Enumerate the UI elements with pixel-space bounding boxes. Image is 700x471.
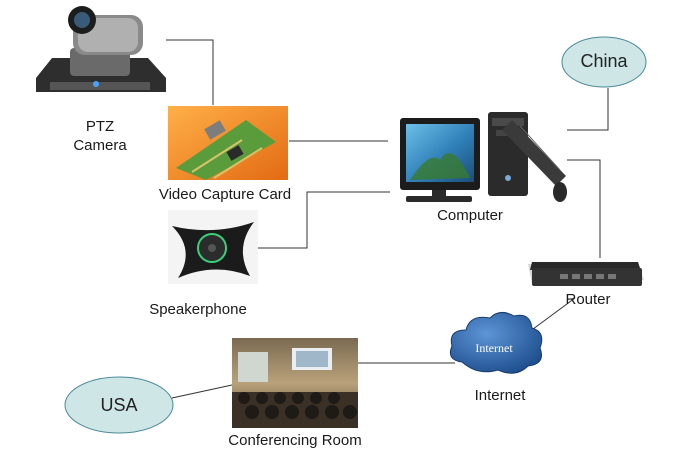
video-capture-card-icon xyxy=(168,106,288,180)
router-icon xyxy=(528,262,644,286)
ptz-camera-label: PTZ Camera xyxy=(40,117,160,155)
router-label: Router xyxy=(565,291,611,308)
usa-label: USA xyxy=(100,395,138,415)
line-camera-to-card xyxy=(166,39,214,105)
conferencing-room-photo xyxy=(232,338,358,428)
line-computer-to-china xyxy=(567,88,609,131)
computer-icon xyxy=(400,112,567,202)
china-node xyxy=(561,36,647,88)
connection-lines xyxy=(166,39,609,399)
conferencing-room-label: Conferencing Room xyxy=(228,432,362,449)
china-label: China xyxy=(580,51,628,71)
usa-node xyxy=(64,376,174,434)
line-computer-to-router xyxy=(567,159,601,258)
speakerphone-label: Speakerphone xyxy=(149,301,247,318)
line-room-to-usa xyxy=(171,384,233,399)
computer-label: Computer xyxy=(437,207,503,224)
internet-label: Internet xyxy=(474,387,526,404)
ptz-camera-label-line2: Camera xyxy=(73,137,127,154)
internet-cloud-text: Internet xyxy=(475,341,513,355)
ptz-camera-icon xyxy=(36,6,166,92)
internet-cloud-icon xyxy=(449,312,543,374)
speakerphone-icon xyxy=(168,210,258,284)
video-capture-card-label: Video Capture Card xyxy=(158,186,292,203)
ptz-camera-label-line1: PTZ xyxy=(85,118,115,135)
line-speakerphone-to-computer xyxy=(258,191,390,249)
